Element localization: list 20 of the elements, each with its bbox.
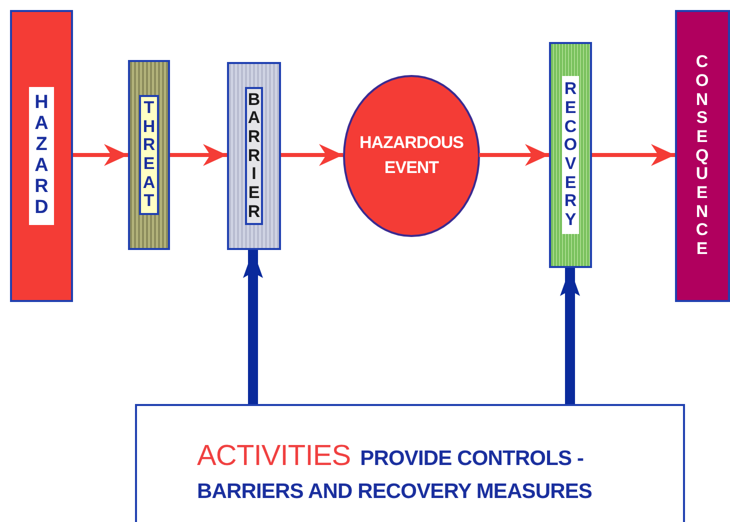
arrow (243, 250, 263, 404)
hazard-box (10, 10, 73, 302)
vertical-label: HAZARD (34, 93, 50, 219)
barrier-box (227, 62, 281, 250)
arrow (73, 144, 128, 166)
arrow (479, 144, 549, 166)
arrow (592, 144, 675, 166)
consequence-box (675, 10, 730, 302)
threat-box (128, 60, 170, 250)
activities-box (135, 404, 685, 522)
node-label: HAZARDOUS EVENT (358, 132, 465, 179)
arrow (170, 144, 227, 166)
vertical-label: RECOVERY (563, 80, 578, 230)
recovery-box (549, 42, 592, 268)
vertical-label: CONSEQUENCE (695, 53, 710, 259)
vertical-label: BARRIER (246, 90, 262, 222)
vertical-label: THREAT (142, 98, 156, 212)
arrow (560, 268, 580, 404)
arrow (281, 144, 343, 166)
activities-text: ACTIVITIES PROVIDE CONTROLS - BARRIERS AND RECOVERY MEASURES (197, 439, 594, 505)
